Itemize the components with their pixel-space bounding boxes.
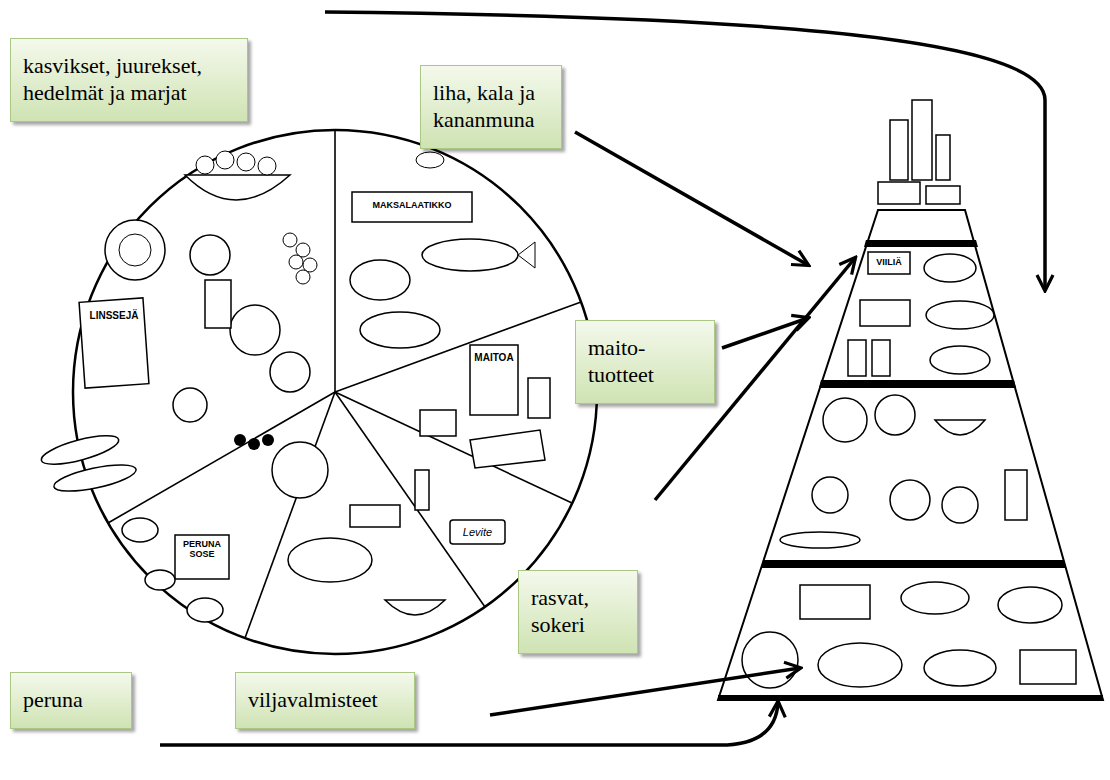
box-text: viljavalmisteet bbox=[248, 687, 402, 714]
carrot bbox=[39, 430, 121, 470]
arrow bbox=[325, 12, 1045, 290]
lentil-bag bbox=[79, 298, 149, 388]
cauliflower bbox=[875, 395, 915, 435]
cabbage bbox=[823, 398, 867, 442]
milk-glass bbox=[872, 340, 890, 376]
pyramid-shelf bbox=[819, 380, 1016, 388]
package-text: Levite bbox=[450, 526, 505, 538]
label-box: liha, kala ja kananmuna bbox=[420, 65, 562, 149]
box-text: kasvikset, juurekset, hedelmät ja marjat bbox=[23, 53, 235, 107]
apple bbox=[270, 352, 310, 392]
bread-loaf bbox=[818, 643, 902, 687]
cabbage bbox=[105, 220, 165, 280]
label-box: viljavalmisteet bbox=[235, 672, 415, 729]
carrot bbox=[52, 459, 138, 496]
tomato bbox=[173, 388, 207, 422]
spread-tub bbox=[450, 520, 505, 544]
casserole-dish bbox=[352, 192, 472, 222]
bun-plate bbox=[901, 582, 969, 614]
apple bbox=[890, 480, 930, 520]
sugar-pack bbox=[926, 186, 960, 204]
juice-glass bbox=[1005, 470, 1027, 520]
sour-milk-cup bbox=[868, 252, 910, 274]
chicken bbox=[350, 260, 410, 300]
box-text: maito- tuotteet bbox=[588, 335, 702, 389]
package-text: MAKSALAATIKKO bbox=[352, 201, 472, 211]
berry bbox=[262, 434, 274, 446]
apple bbox=[942, 487, 978, 523]
box-text: liha, kala ja kananmuna bbox=[433, 80, 549, 134]
grape bbox=[289, 255, 303, 269]
bread-slices bbox=[800, 585, 870, 619]
pyramid-shelf bbox=[864, 240, 978, 247]
milk-glass bbox=[528, 378, 550, 418]
pyramid-shelf bbox=[761, 560, 1066, 568]
steak bbox=[360, 312, 440, 348]
round-bread bbox=[272, 442, 328, 498]
arrow bbox=[490, 668, 800, 715]
package-text: LINSSEJÄ bbox=[82, 310, 146, 321]
potato bbox=[145, 570, 175, 590]
box-text: peruna bbox=[23, 687, 119, 714]
casserole bbox=[924, 254, 976, 282]
orange bbox=[190, 235, 230, 275]
fish bbox=[926, 301, 994, 329]
bread-loaf bbox=[288, 538, 372, 582]
oil-bottle bbox=[936, 135, 950, 180]
label-box: kasvikset, juurekset, hedelmät ja marjat bbox=[10, 38, 248, 122]
fish-tail bbox=[518, 242, 535, 268]
cheese bbox=[860, 300, 910, 326]
milk-carton bbox=[470, 345, 518, 415]
pyramid-shelf bbox=[718, 695, 1103, 701]
apple bbox=[230, 305, 280, 355]
berry-bowl bbox=[935, 420, 985, 435]
cheese bbox=[470, 430, 545, 468]
package-text: PERUNA SOSE bbox=[177, 540, 227, 560]
strawberry bbox=[237, 153, 255, 171]
rice-dish bbox=[350, 505, 400, 527]
rice-bowl bbox=[998, 587, 1062, 623]
porridge-bowl bbox=[924, 650, 996, 686]
porridge-bowl bbox=[385, 600, 445, 615]
grape bbox=[296, 270, 310, 284]
strawberry bbox=[196, 156, 214, 174]
butter-pack bbox=[878, 182, 920, 204]
label-box: maito- tuotteet bbox=[575, 320, 715, 404]
package-text: VIILIÄ bbox=[868, 258, 910, 268]
strawberry bbox=[258, 157, 276, 175]
arrow bbox=[575, 132, 808, 265]
round-bread bbox=[742, 632, 798, 688]
juice-carton bbox=[912, 100, 932, 180]
shrimp bbox=[416, 152, 444, 168]
carrot bbox=[780, 532, 860, 548]
oil-bottle bbox=[415, 470, 429, 510]
fish bbox=[422, 239, 518, 271]
yogurt-cup bbox=[420, 410, 456, 436]
berry bbox=[234, 434, 246, 446]
strawberry bbox=[216, 151, 234, 169]
sector-line bbox=[245, 392, 335, 638]
cabbage bbox=[119, 234, 151, 266]
sector-line bbox=[334, 130, 336, 392]
label-box: peruna bbox=[10, 672, 132, 729]
puree-box bbox=[175, 535, 229, 579]
steak bbox=[930, 346, 990, 374]
milk-glass bbox=[848, 340, 866, 376]
berry-bowl bbox=[185, 175, 290, 200]
juice-glass bbox=[205, 280, 231, 328]
sector-line bbox=[108, 392, 335, 523]
label-box: rasvat, sokeri bbox=[518, 570, 638, 654]
tomato bbox=[812, 477, 848, 513]
potato bbox=[187, 598, 223, 622]
package-text: MAITOA bbox=[470, 352, 518, 363]
grape bbox=[283, 233, 297, 247]
berry bbox=[248, 438, 260, 450]
potato bbox=[122, 518, 158, 542]
bottle bbox=[890, 120, 908, 180]
pasta-dish bbox=[1020, 650, 1076, 684]
box-text: rasvat, sokeri bbox=[531, 585, 625, 639]
